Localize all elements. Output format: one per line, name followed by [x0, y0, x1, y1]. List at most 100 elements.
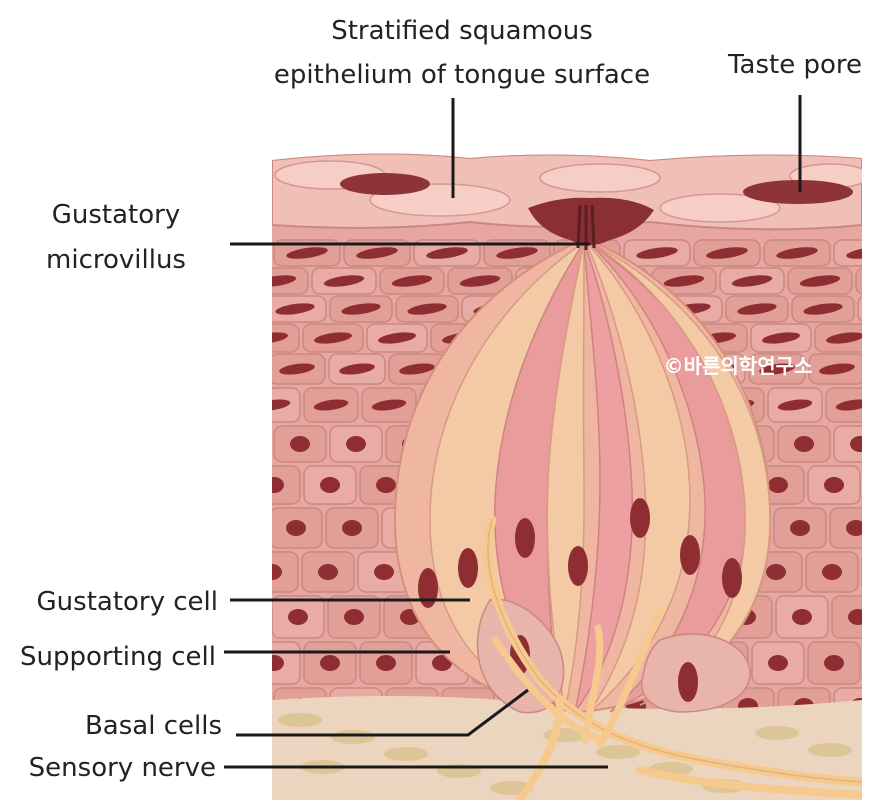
- cell-nucleus: [288, 609, 308, 625]
- tissue-block: [272, 153, 870, 801]
- epithelial-cell: [833, 239, 862, 267]
- label-basal-cells: Basal cells: [85, 711, 222, 741]
- cell-nucleus: [768, 655, 788, 671]
- epithelial-cell: [857, 295, 862, 323]
- supporting-cell-right-outer: [589, 241, 771, 706]
- cell-nucleus: [342, 520, 362, 536]
- cell-nucleus: [766, 564, 786, 580]
- cell-nucleus: [850, 436, 862, 452]
- connective-fiber: [596, 745, 640, 759]
- connective-fiber: [755, 726, 799, 740]
- cell-nucleus: [371, 399, 407, 411]
- cell-nucleus: [339, 363, 375, 375]
- cell-nucleus: [272, 477, 284, 493]
- cell-nucleus: [792, 609, 812, 625]
- cell-nucleus: [761, 332, 801, 344]
- cell-nucleus: [341, 303, 381, 315]
- leader-basal-cells: [236, 688, 529, 737]
- taste-bud-nucleus: [515, 518, 535, 558]
- label-stratified-line2: epithelium of tongue surface: [274, 60, 650, 90]
- sensory-nerve-fibers: [483, 515, 862, 801]
- epithelial-cell: [272, 551, 299, 593]
- epithelial-cell: [864, 466, 870, 504]
- cell-nucleus: [313, 399, 349, 411]
- cell-nucleus: [318, 564, 338, 580]
- cell-nucleus: [459, 275, 501, 287]
- cell-nucleus: [846, 520, 862, 536]
- taste-pore: [528, 197, 654, 245]
- cell-nucleus: [374, 564, 394, 580]
- cell-nucleus: [777, 399, 813, 411]
- cell-nucleus: [391, 275, 433, 287]
- cell-nucleus: [344, 609, 364, 625]
- surface-layer: [272, 153, 862, 231]
- connective-fiber: [384, 747, 428, 761]
- connective-fiber: [331, 730, 375, 744]
- epithelial-cell: [861, 551, 862, 593]
- taste-bud-nucleus: [568, 546, 588, 586]
- cell-nucleus: [803, 303, 843, 315]
- cell-nucleus: [822, 564, 842, 580]
- label-sensory-nerve: Sensory nerve: [29, 753, 216, 783]
- cell-nucleus: [825, 332, 862, 344]
- label-taste-pore: Taste pore: [727, 50, 862, 80]
- connective-fiber: [808, 743, 852, 757]
- cell-nucleus: [377, 332, 417, 344]
- cell-nucleus: [272, 399, 291, 411]
- cell-nucleus: [313, 332, 353, 344]
- cell-nucleus: [776, 247, 818, 259]
- cell-nucleus: [272, 564, 282, 580]
- surface-pit-left: [340, 173, 430, 195]
- cell-nucleus: [279, 363, 315, 375]
- cell-nucleus: [737, 303, 777, 315]
- taste-bud-nucleus: [678, 662, 698, 702]
- labels: Stratified squamous epithelium of tongue…: [20, 16, 862, 783]
- cell-nucleus: [819, 363, 855, 375]
- taste-bud-nucleus: [680, 535, 700, 575]
- taste-bud-nucleus: [630, 498, 650, 538]
- cell-nucleus: [824, 655, 844, 671]
- label-stratified-line1: Stratified squamous: [331, 16, 593, 46]
- cell-nucleus: [731, 275, 773, 287]
- cell-nucleus: [320, 477, 340, 493]
- epithelial-cell: [272, 323, 300, 353]
- cell-nucleus: [496, 247, 538, 259]
- leader-lines: [224, 95, 802, 769]
- copyright-watermark: ©바른의학연구소: [664, 354, 813, 378]
- taste-bud: [393, 197, 862, 801]
- connective-fiber: [278, 713, 322, 727]
- cell-nucleus: [407, 303, 447, 315]
- taste-bud-nucleus: [418, 568, 438, 608]
- cell-nucleus: [272, 332, 289, 344]
- taste-bud-nucleus: [458, 548, 478, 588]
- cell-nucleus: [346, 436, 366, 452]
- label-supporting-cell: Supporting cell: [20, 642, 216, 672]
- cell-nucleus: [426, 247, 468, 259]
- cell-nucleus: [835, 399, 862, 411]
- cell-nucleus: [799, 275, 841, 287]
- cell-nucleus: [290, 436, 310, 452]
- label-microvillus-line2: microvillus: [46, 245, 186, 275]
- cell-nucleus: [272, 655, 284, 671]
- cell-nucleus: [356, 247, 398, 259]
- surface-pit-right: [743, 180, 853, 204]
- cell-nucleus: [846, 247, 862, 259]
- cell-nucleus: [706, 247, 748, 259]
- label-microvillus-line1: Gustatory: [52, 200, 180, 230]
- label-gustatory-cell: Gustatory cell: [37, 587, 218, 617]
- cell-nucleus: [286, 520, 306, 536]
- cell-nucleus: [286, 247, 328, 259]
- cell-nucleus: [663, 275, 705, 287]
- cell-nucleus: [275, 303, 315, 315]
- cell-nucleus: [790, 520, 810, 536]
- epithelial-cell: [864, 642, 870, 684]
- cell-nucleus: [376, 655, 396, 671]
- cell-nucleus: [399, 363, 435, 375]
- taste-bud-nucleus: [722, 558, 742, 598]
- cell-nucleus: [794, 436, 814, 452]
- cell-nucleus: [636, 247, 678, 259]
- cell-nucleus: [323, 275, 365, 287]
- cell-nucleus: [848, 609, 862, 625]
- cell-nucleus: [824, 477, 844, 493]
